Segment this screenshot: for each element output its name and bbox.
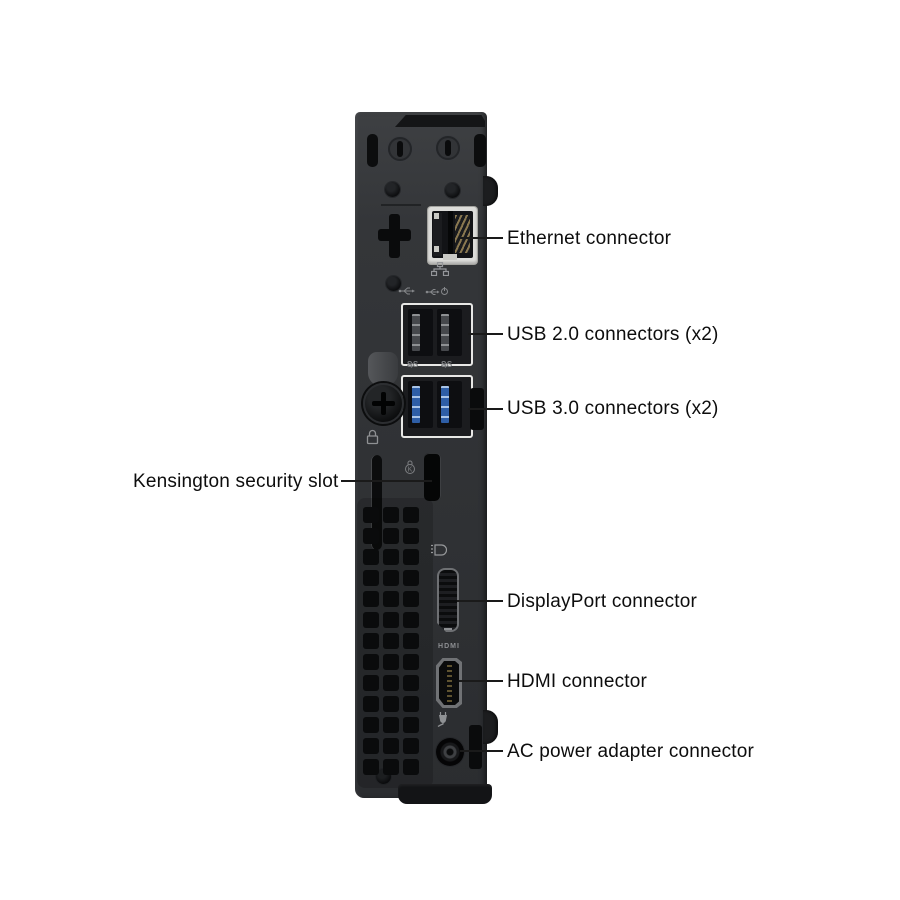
vent-hole xyxy=(403,633,419,649)
thumbscrew xyxy=(363,383,404,424)
screw-hole xyxy=(386,276,401,291)
leader-line-power xyxy=(460,750,503,752)
vent-hole xyxy=(363,759,379,775)
vent-hole xyxy=(403,696,419,712)
antenna-cutout xyxy=(378,229,411,241)
vent-hole xyxy=(363,612,379,628)
vent-hole xyxy=(383,696,399,712)
top-cover-groove xyxy=(395,115,485,127)
displayport-connector xyxy=(436,568,459,633)
label-hdmi: HDMI connector xyxy=(507,671,648,692)
leader-line-usb2 xyxy=(468,333,503,335)
side-knob xyxy=(483,176,498,206)
panel-seam xyxy=(381,204,421,206)
vent-hole xyxy=(363,549,379,565)
hdmi-connector xyxy=(436,658,462,708)
vent-hole xyxy=(363,654,379,670)
vent-hole xyxy=(403,528,419,544)
ethernet-pins xyxy=(455,215,470,253)
label-usb2: USB 2.0 connectors (x2) xyxy=(507,324,719,345)
mounting-slot-right xyxy=(474,134,486,167)
vent-hole xyxy=(403,570,419,586)
vent-hole xyxy=(383,549,399,565)
keyhole-mount-right xyxy=(436,136,460,160)
vent-hole xyxy=(363,717,379,733)
vent-hole xyxy=(363,528,379,544)
vent-hole xyxy=(383,507,399,523)
vent-hole xyxy=(363,507,379,523)
vent-hole xyxy=(363,738,379,754)
usb3-port-group xyxy=(401,375,473,438)
usb3-port xyxy=(437,381,462,428)
hdmi-logo-text: HDMI xyxy=(438,643,460,650)
usb2-port xyxy=(437,309,462,356)
vent-grid xyxy=(363,507,423,775)
label-kensington: Kensington security slot xyxy=(133,471,339,492)
usb2-port-group xyxy=(401,303,473,366)
vent-hole xyxy=(363,591,379,607)
leader-line-kensington xyxy=(341,480,432,482)
hdmi-pins xyxy=(447,664,452,702)
ac-power-connector xyxy=(436,738,464,766)
leader-line-hdmi xyxy=(459,680,503,682)
vent-hole xyxy=(383,591,399,607)
usb2-port xyxy=(408,309,433,356)
vent-hole xyxy=(383,759,399,775)
ethernet-port-cavity xyxy=(432,211,473,258)
vent-hole xyxy=(363,675,379,691)
vent-hole xyxy=(383,654,399,670)
vent-hole xyxy=(383,570,399,586)
vent-hole xyxy=(403,759,419,775)
leader-line-ethernet xyxy=(458,237,503,239)
mini-pc-rear-panel: SS SS K xyxy=(355,112,498,804)
screw-hole xyxy=(445,183,460,198)
mounting-slot-left xyxy=(367,134,378,167)
vent-hole xyxy=(383,612,399,628)
kensington-security-slot xyxy=(424,453,441,501)
vent-hole xyxy=(383,633,399,649)
label-usb3: USB 3.0 connectors (x2) xyxy=(507,398,719,419)
vent-hole xyxy=(403,717,419,733)
vent-hole xyxy=(403,612,419,628)
side-knob xyxy=(483,710,498,744)
vent-hole xyxy=(383,717,399,733)
vent-hole xyxy=(403,507,419,523)
keyhole-mount-left xyxy=(388,137,412,161)
ethernet-port xyxy=(428,207,477,264)
vent-hole xyxy=(383,738,399,754)
leader-line-usb3 xyxy=(468,408,503,410)
padlock-ring-slot xyxy=(371,455,382,550)
vent-hole xyxy=(403,654,419,670)
usb3-port xyxy=(408,381,433,428)
svg-text:K: K xyxy=(408,466,413,473)
vent-hole xyxy=(383,675,399,691)
device-foot xyxy=(398,784,492,804)
vent-hole xyxy=(363,633,379,649)
vent-hole xyxy=(403,738,419,754)
vent-hole xyxy=(403,549,419,565)
vent-hole xyxy=(403,675,419,691)
label-ethernet: Ethernet connector xyxy=(507,228,672,249)
label-power: AC power adapter connector xyxy=(507,741,755,762)
label-displayport: DisplayPort connector xyxy=(507,591,698,612)
vent-hole xyxy=(363,696,379,712)
screw-hole xyxy=(385,182,400,197)
vent-hole xyxy=(403,591,419,607)
vent-hole xyxy=(383,528,399,544)
edge-slot xyxy=(469,725,482,769)
leader-line-displayport xyxy=(457,600,503,602)
vent-hole xyxy=(363,570,379,586)
thumbscrew-post xyxy=(368,352,398,386)
